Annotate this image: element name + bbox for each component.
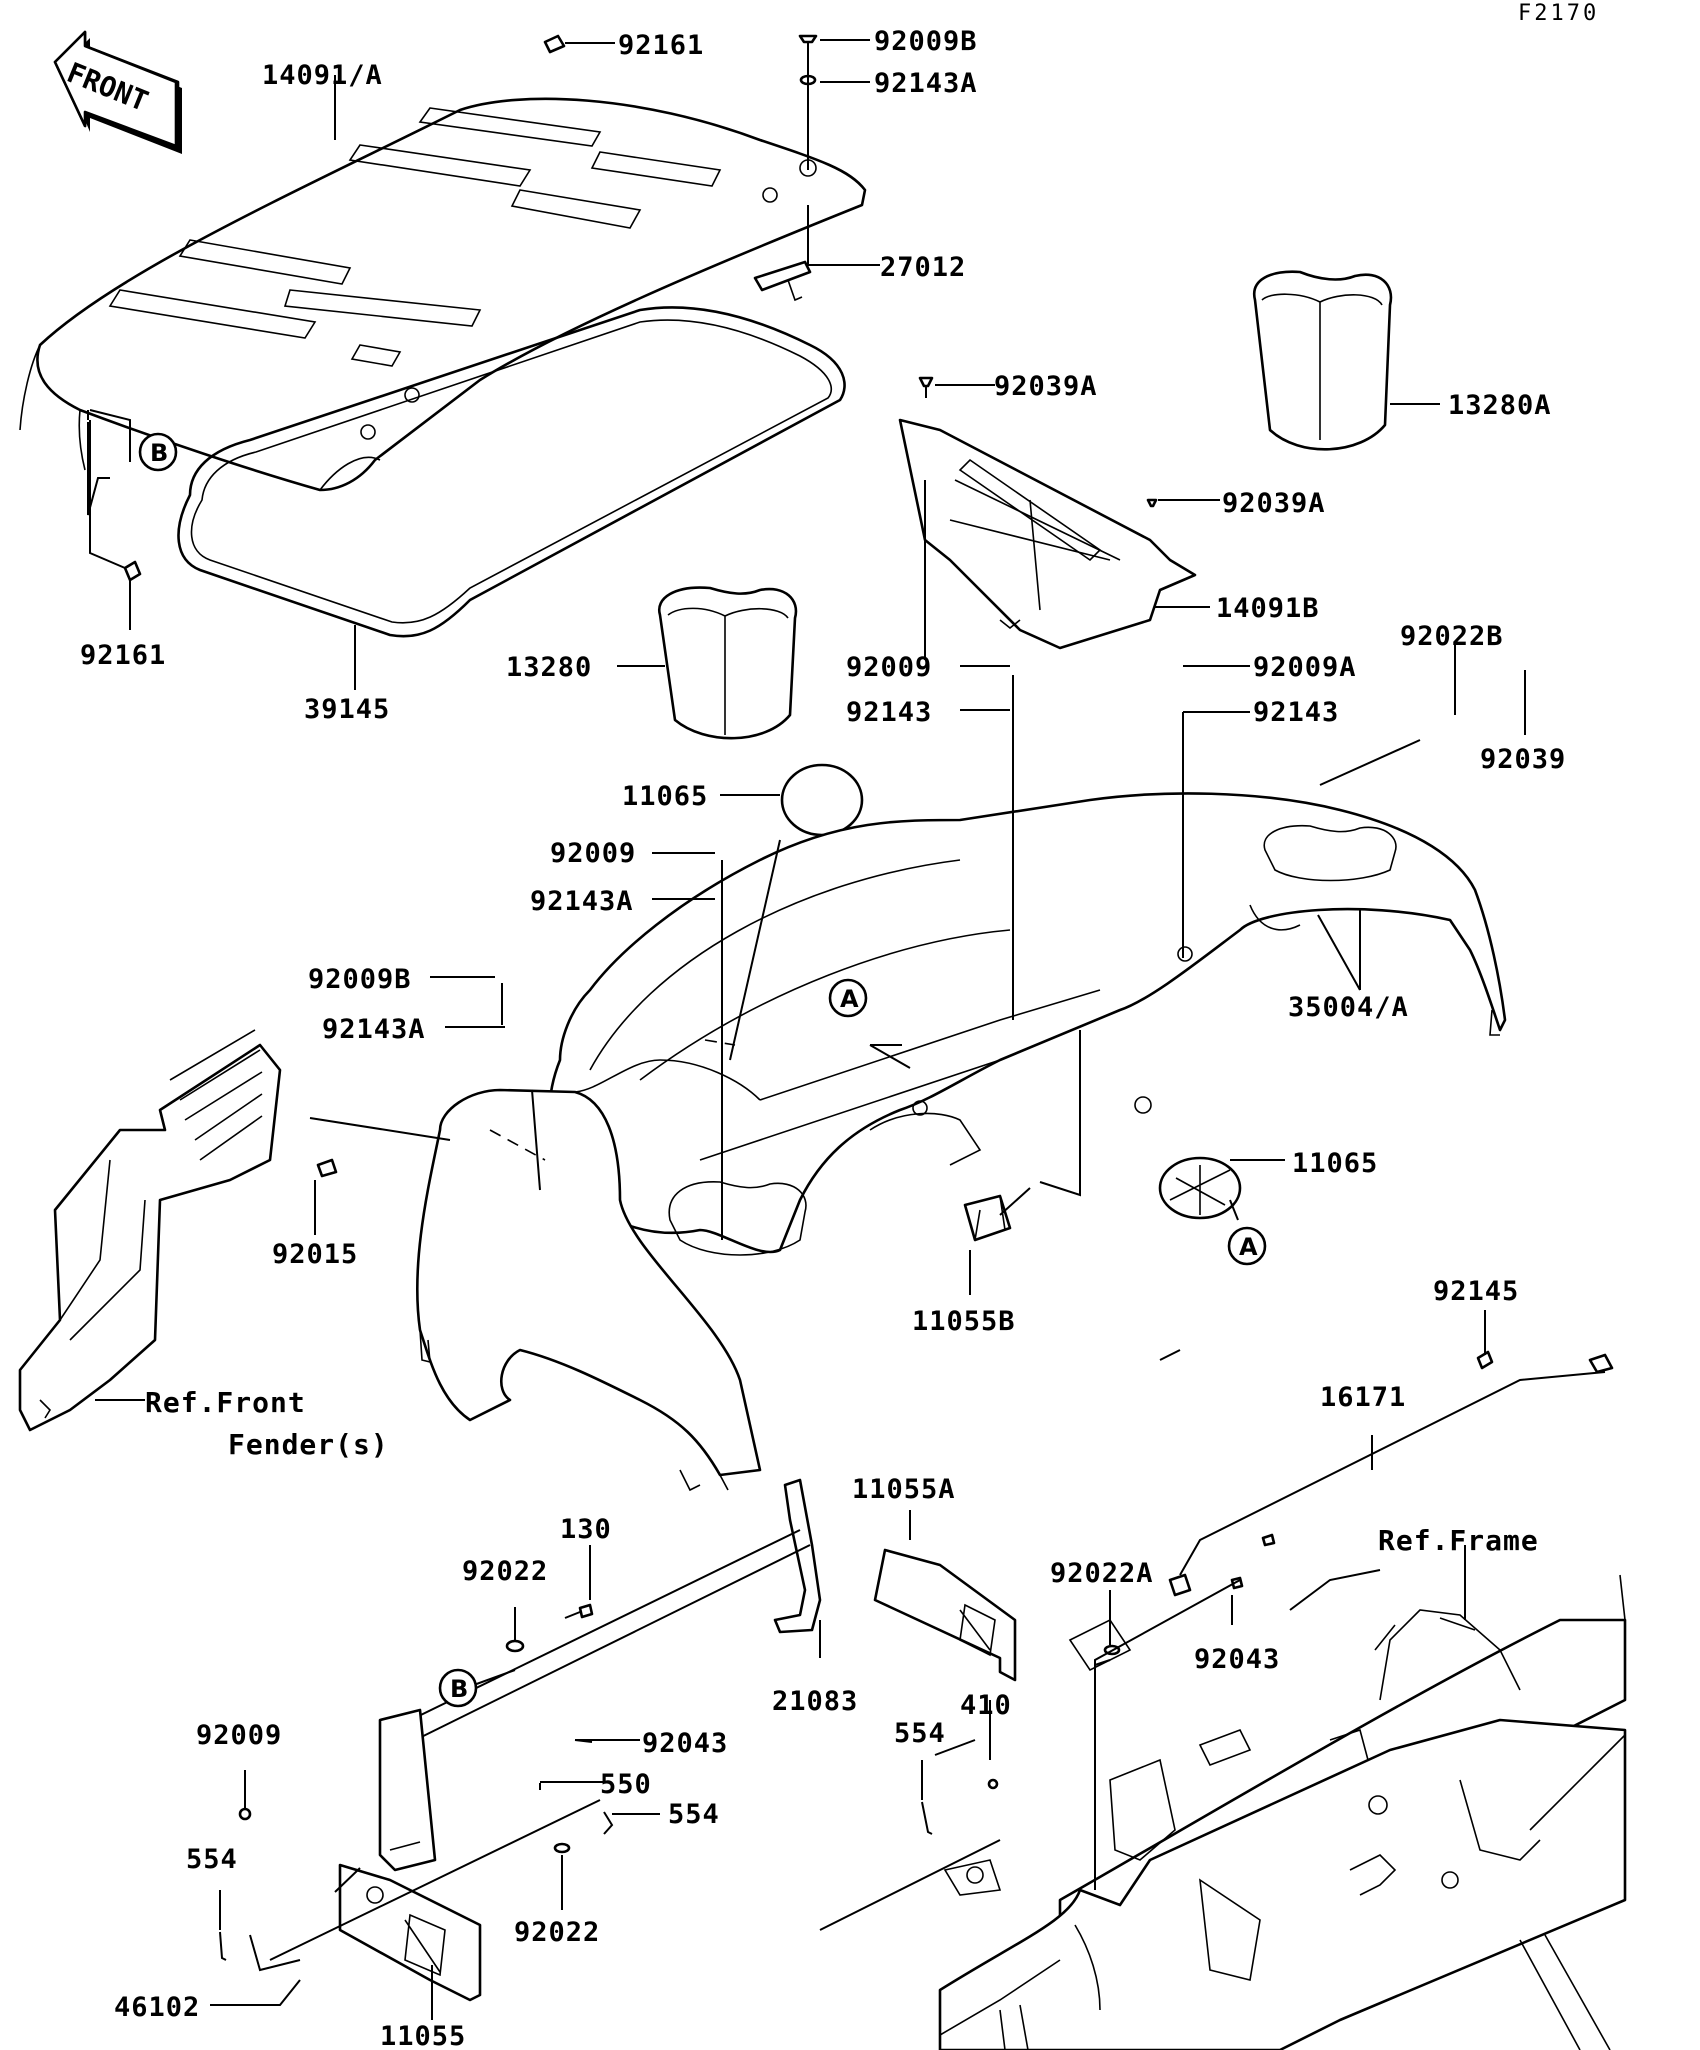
- part-label: 130: [560, 1514, 612, 1545]
- part-label: 13280A: [1448, 390, 1552, 421]
- leader-lines: [87, 39, 1526, 2020]
- bracket-11055b: [963, 1194, 1012, 1242]
- figure-code: F2170: [1518, 1, 1599, 26]
- part-label: 35004/A: [1288, 992, 1409, 1023]
- part-label: 21083: [772, 1686, 858, 1717]
- part-label: 92143A: [530, 886, 634, 917]
- part-label: 410: [960, 1690, 1012, 1721]
- part-label: 92145: [1433, 1276, 1519, 1307]
- part-label: 92043: [642, 1728, 728, 1759]
- part-labels: 14091/A 92161 92009B 92143A 27012 92161 …: [80, 26, 1566, 2050]
- part-label: 16171: [1320, 1382, 1406, 1413]
- part-label: 92015: [272, 1239, 358, 1270]
- part-label: 92022A: [1050, 1558, 1154, 1589]
- part-label: 13280: [506, 652, 592, 683]
- part-label: 554: [186, 1844, 238, 1875]
- svg-text:A: A: [1239, 1233, 1258, 1261]
- part-label: 550: [600, 1769, 652, 1800]
- crossbar-assembly: [249, 1529, 1001, 2002]
- part-label: 92009B: [874, 26, 978, 57]
- part-label: 92009: [550, 838, 636, 869]
- part-label: 11055: [380, 2021, 466, 2050]
- bracket-21083: [773, 1478, 822, 1634]
- rear-body-35004a: [415, 792, 1507, 1492]
- rod-16171: [1168, 1353, 1614, 1597]
- part-label: 39145: [304, 694, 390, 725]
- part-label: 92039A: [994, 371, 1098, 402]
- part-label: 92161: [618, 30, 704, 61]
- part-label: 92143: [1253, 697, 1339, 728]
- part-label: 14091B: [1216, 593, 1320, 624]
- roof-seal: [177, 306, 846, 638]
- storage-lid-11065: [780, 763, 864, 837]
- part-label: 92043: [1194, 1644, 1280, 1675]
- circle-marker-b-lower: B: [438, 1668, 478, 1708]
- bracket-11055a: [873, 1548, 1017, 1682]
- part-label: 92009: [196, 1720, 282, 1751]
- part-label: 46102: [114, 1992, 200, 2023]
- part-label: 92161: [80, 640, 166, 671]
- part-label: 92143A: [874, 68, 978, 99]
- part-label: 92009A: [1253, 652, 1357, 683]
- part-label: 11065: [1292, 1148, 1378, 1179]
- storage-lid-11065-lower: [1158, 1156, 1242, 1220]
- part-label: 92039: [1480, 744, 1566, 775]
- part-label: 92143: [846, 697, 932, 728]
- svg-text:A: A: [840, 985, 859, 1013]
- svg-text:B: B: [150, 439, 168, 467]
- part-label: 92022: [514, 1917, 600, 1948]
- part-label: 11055B: [912, 1306, 1016, 1337]
- part-label: 92009: [846, 652, 932, 683]
- clip-92161-top: [543, 34, 566, 54]
- ref-frame-label: Ref.Frame: [1378, 1524, 1539, 1557]
- part-label: 92022: [462, 1556, 548, 1587]
- part-label: 27012: [880, 252, 966, 283]
- clip-92015: [316, 1158, 338, 1178]
- front-fender-ref: [18, 1029, 282, 1432]
- cup-holder-13280: [657, 586, 798, 740]
- part-label: 11055A: [852, 1474, 956, 1505]
- side-panel-14091b: [898, 376, 1197, 650]
- svg-text:B: B: [450, 1675, 468, 1703]
- part-label: 92039A: [1222, 488, 1326, 519]
- circle-marker-b-top: B: [138, 432, 178, 472]
- circle-marker-a-lower: A: [1227, 1226, 1267, 1266]
- part-label: 92143A: [322, 1014, 426, 1045]
- bracket-27012: [753, 260, 812, 302]
- ref-front-fender-line2: Fender(s): [228, 1428, 389, 1461]
- part-label: 92009B: [308, 964, 412, 995]
- part-label: 92022B: [1400, 621, 1504, 652]
- cup-holder-13280a: [1252, 270, 1393, 451]
- front-arrow-icon: FRONT: [53, 30, 182, 154]
- circle-marker-a-mid: A: [828, 978, 868, 1018]
- roof-panel: [19, 97, 867, 492]
- part-label: 11065: [622, 781, 708, 812]
- part-label: 554: [668, 1799, 720, 1830]
- ref-front-fender-line1: Ref.Front: [145, 1386, 306, 1419]
- part-label: 554: [894, 1718, 946, 1749]
- part-label: 14091/A: [262, 60, 383, 91]
- frame-ref: [938, 1574, 1627, 2050]
- clip-92161-left: [123, 560, 142, 582]
